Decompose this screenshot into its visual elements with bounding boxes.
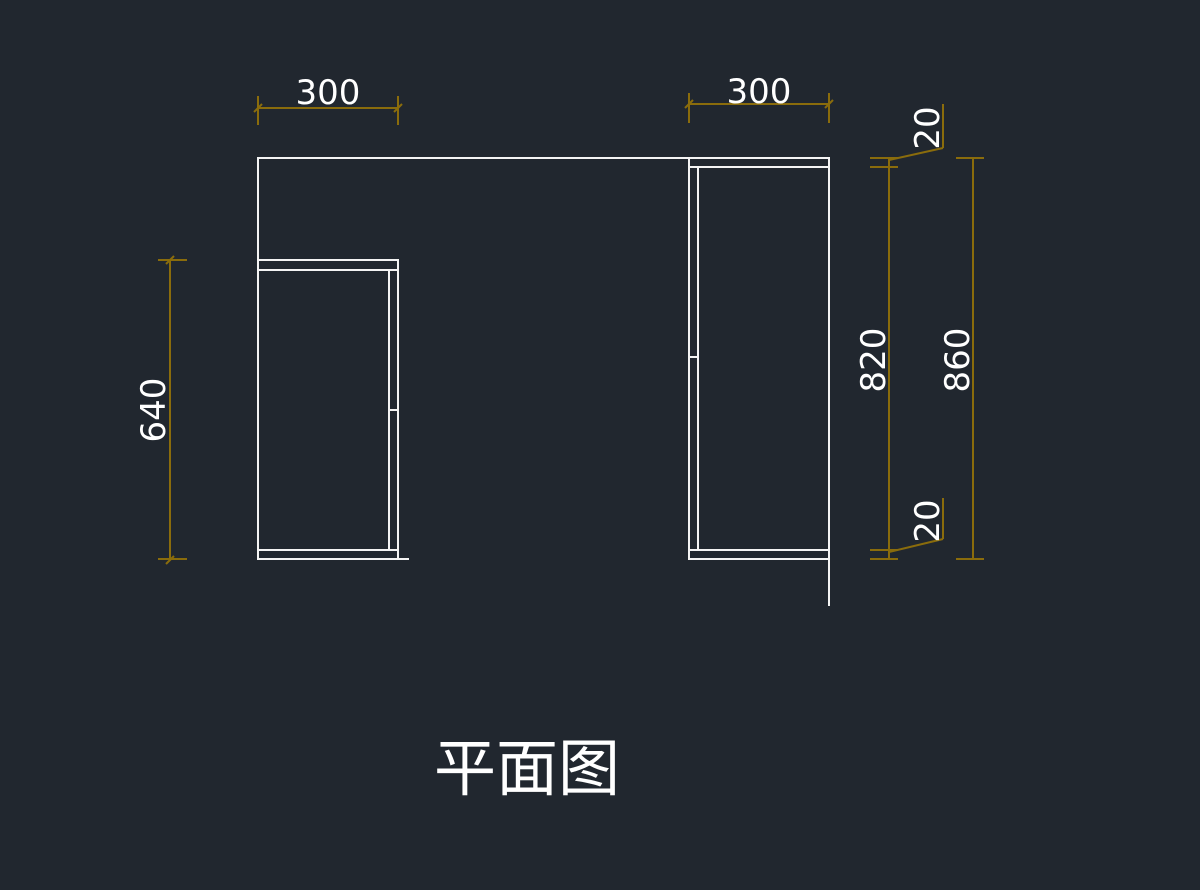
dimension-left-height: 640: [134, 255, 187, 565]
dimension-label: 860: [938, 328, 978, 393]
dimension-label: 20: [908, 499, 948, 542]
dimension-label: 300: [296, 73, 361, 113]
dimension-label: 640: [134, 378, 174, 443]
dimension-inner-height: 820 20 20: [854, 104, 948, 560]
left-cabinet: [257, 259, 409, 560]
desk-outline: [257, 157, 689, 260]
dimension-total-height: 860: [938, 157, 984, 560]
dimension-left-width: 300: [253, 73, 403, 125]
drawing-title: 平面图: [434, 732, 620, 805]
right-cabinet: [688, 157, 830, 606]
dimension-right-width: 300: [684, 72, 834, 123]
dimension-label: 20: [908, 106, 948, 149]
dimension-label: 820: [854, 328, 894, 393]
dimension-label: 300: [727, 72, 792, 112]
